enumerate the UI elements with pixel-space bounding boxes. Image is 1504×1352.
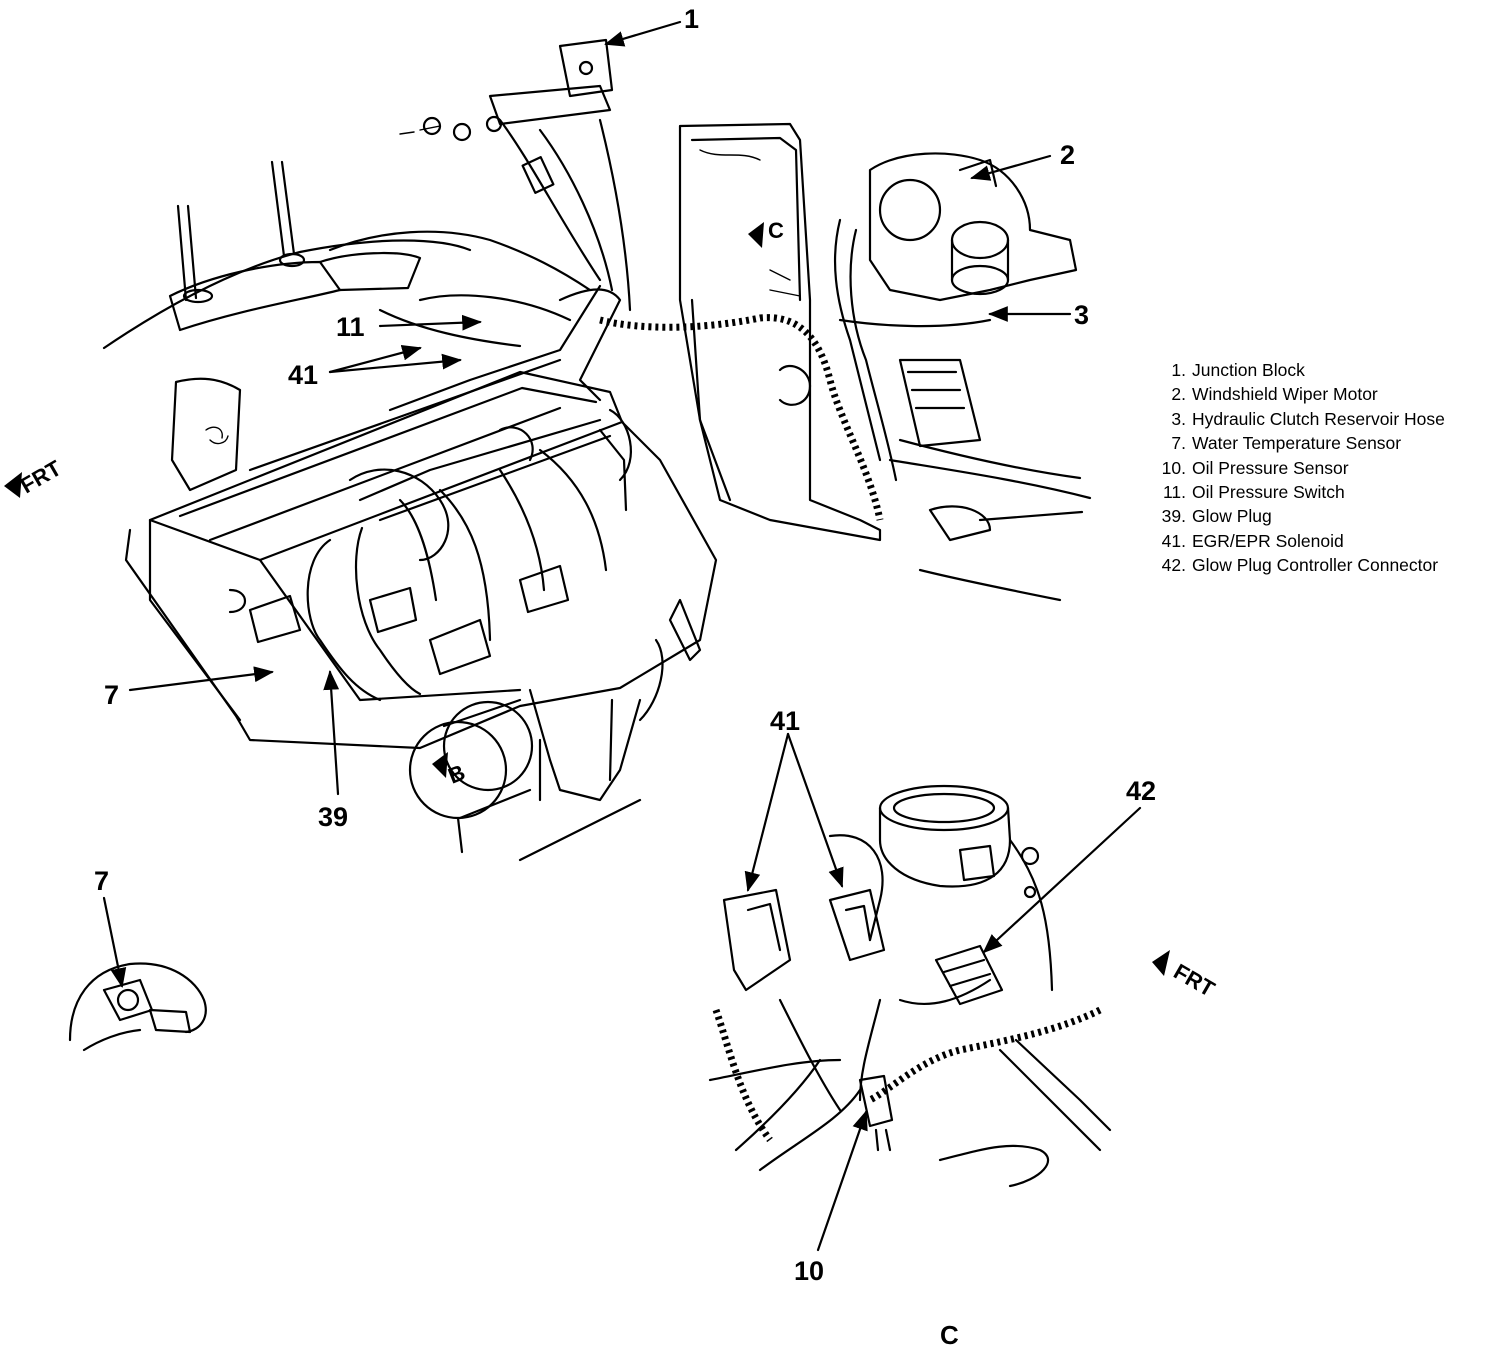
legend-num: 2. (1171, 384, 1186, 405)
view-b-marker: B (432, 752, 469, 789)
view-caption: C (940, 1320, 959, 1350)
legend-item: 7. Water Temperature Sensor (1152, 431, 1445, 455)
legend-item: 3. Hydraulic Clutch Reservoir Hose (1152, 407, 1445, 431)
callout-1: 1 (684, 4, 699, 34)
legend-label: Glow Plug (1192, 506, 1272, 527)
view-c-marker: C (748, 218, 784, 248)
legend-label: Hydraulic Clutch Reservoir Hose (1192, 408, 1445, 429)
legend-label: EGR/EPR Solenoid (1192, 530, 1344, 551)
legend-label: Junction Block (1192, 360, 1305, 380)
legend-num: 3. (1171, 408, 1186, 429)
legend-label: Oil Pressure Sensor (1192, 457, 1349, 478)
legend-item: 39. Glow Plug (1152, 504, 1445, 528)
legend-item: 11. Oil Pressure Switch (1152, 480, 1445, 504)
detail-water-temp-sensor (68, 896, 207, 1052)
legend-item: 1. Junction Block (1152, 358, 1445, 382)
legend-item: 2. Windshield Wiper Motor (1152, 382, 1445, 406)
legend-num: 1. (1171, 360, 1186, 380)
callout-42: 42 (1126, 776, 1156, 806)
callout-11: 11 (336, 312, 365, 342)
legend-num: 39. (1161, 506, 1186, 527)
engine-main-view (102, 38, 1092, 862)
view-c-label: C (768, 218, 784, 243)
component-legend: 1. Junction Block 2. Windshield Wiper Moto… (1152, 358, 1445, 578)
legend-label: Glow Plug Controller Connector (1192, 555, 1439, 576)
callout-2: 2 (1060, 140, 1075, 170)
frt-label-detail: FRT (1170, 959, 1220, 1002)
legend-num: 41. (1161, 530, 1186, 551)
main-view-leaders (128, 20, 1072, 796)
frt-label-main: FRT (16, 455, 66, 498)
legend-label: Water Temperature Sensor (1192, 433, 1402, 454)
legend-label: Oil Pressure Switch (1192, 482, 1345, 503)
callout-41-main: 41 (288, 360, 318, 390)
frt-direction-arrow-main: FRT (4, 455, 66, 498)
callout-41-detail: 41 (770, 706, 800, 736)
legend-item: 10. Oil Pressure Sensor (1152, 456, 1445, 480)
legend-num: 10. (1161, 457, 1186, 478)
callout-10: 10 (794, 1256, 824, 1286)
legend-num: 7. (1171, 433, 1186, 454)
frt-direction-arrow-detail: FRT (1152, 950, 1220, 1002)
legend-item: 41. EGR/EPR Solenoid (1152, 529, 1445, 553)
legend-label: Windshield Wiper Motor (1192, 384, 1378, 405)
legend-num: 11. (1162, 482, 1186, 503)
detail-view-c (708, 784, 1112, 1188)
callout-7-main: 7 (104, 680, 119, 710)
legend-item: 42. Glow Plug Controller Connector (1152, 553, 1445, 577)
detail-view-leaders (744, 732, 1142, 1252)
callout-39: 39 (318, 802, 348, 832)
legend-num: 42. (1161, 555, 1186, 576)
callout-3: 3 (1074, 300, 1089, 330)
callout-7-detail: 7 (94, 866, 109, 896)
